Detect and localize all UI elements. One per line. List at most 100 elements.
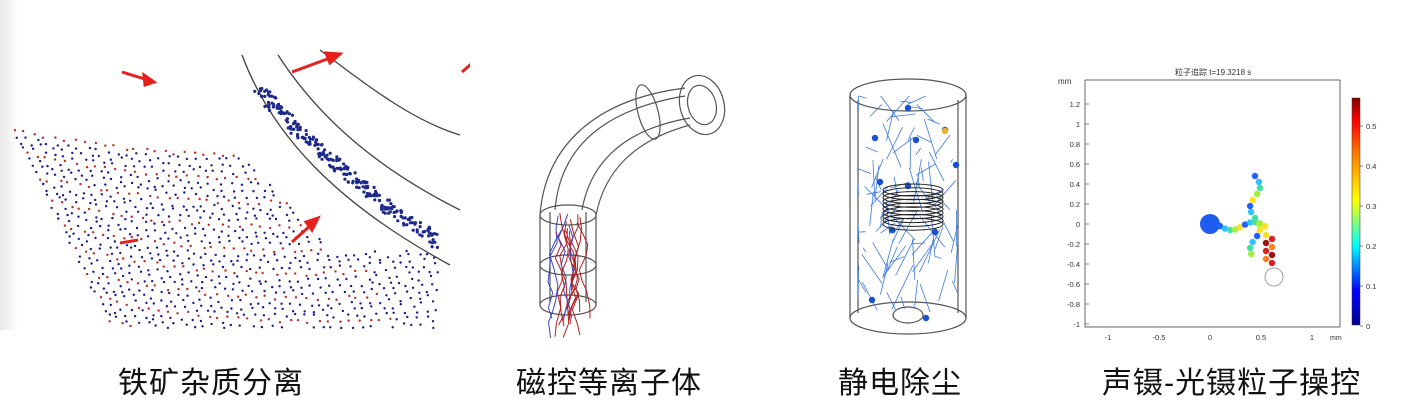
particle-dot [289,286,293,289]
particle-dot [85,218,88,222]
particle-dot [306,235,309,239]
trajectory-line [916,135,932,143]
particle-dot [426,294,429,297]
trajectory-line [886,110,895,141]
particle-dot [203,246,206,250]
particle-dot [221,265,225,269]
particle-dot [177,287,180,291]
particle-dot [211,270,214,273]
particle-dot [402,322,406,325]
particle-dot [347,319,350,322]
particle-dot [262,314,266,317]
trajectory-line [907,127,915,141]
particle-dot [245,236,249,239]
y-axis-ticks: 1.210.80.60.40.20-0.2-0.4-0.6-0.8-1 [1067,100,1089,329]
particle-dot [167,174,171,177]
particle-dot [218,241,221,244]
particle-dot [352,290,355,293]
collected-particle [311,135,316,139]
particle-dot [161,321,164,324]
collected-particle [335,166,339,170]
collected-particle [406,217,410,222]
particle-dot [274,217,278,221]
particle-dot [335,298,338,301]
particle-dot [436,271,439,274]
particle-dot [31,164,34,167]
particle-dot [214,253,217,257]
particle-dot [147,307,150,310]
particle-dot [42,182,45,186]
particle-dot [67,219,71,223]
particle-dot [162,280,166,284]
particle-dot [68,241,71,244]
trajectory-line [882,238,894,277]
particle-dot [124,218,127,221]
trajectory-line [895,239,915,276]
particle-dot [312,326,315,329]
particle-dot [237,255,240,258]
particle-dot [306,261,309,264]
particle-dot [211,212,214,215]
particle-dot [210,259,213,262]
particle-dot [332,316,335,319]
particle-dot [107,282,110,285]
particle-dot [92,231,95,234]
particle-dot [188,164,191,168]
particle-dot [159,237,162,240]
particle-dot [153,222,156,225]
particle-dot [326,254,330,258]
particle-dot [266,260,270,264]
particle-dot [133,170,137,173]
chain-particle [1246,219,1254,226]
particle-dot [278,224,281,227]
particle-dot [120,176,123,179]
particle-dot [169,316,172,320]
particle-dot [338,284,342,287]
particle-dot [408,260,411,263]
particle-dot [35,170,38,174]
particle-dot [230,299,234,302]
particle-dot [241,240,244,243]
particle-dot [232,282,235,286]
particle-dot [109,195,112,198]
collected-particle [342,172,346,176]
particle-dot [326,320,329,323]
collected-particle [263,94,267,98]
particle-dot [74,147,78,150]
particle-dot [121,274,125,278]
collected-particle [258,87,262,91]
particle-dot [147,180,151,183]
particle-dot [149,252,152,255]
particle-dot [70,212,74,215]
particle-chain [1200,172,1284,287]
particle-dot [153,185,156,189]
particle-dot [145,207,149,210]
trajectory-line [891,265,914,310]
particle-dot [252,254,256,257]
trajectory-line [934,205,954,242]
particle-dot [210,304,213,308]
particle-dot [108,320,111,323]
particle-dot [98,247,102,250]
particle-dot [200,286,204,290]
chain-particle [1253,190,1261,198]
collected-particle [308,137,312,141]
particle-dot [360,306,363,310]
particle-dot [392,260,395,263]
particle-dot [278,205,282,209]
trajectory-line [857,265,860,298]
trajectory-line [857,223,860,244]
particle-dot [179,213,182,217]
particle-dot [240,308,243,311]
particle-dot [340,326,343,330]
trajectory-line [862,247,867,253]
particle-dot [274,307,277,310]
particle-dot [176,196,179,200]
particle-dot [209,245,212,249]
particle-dot [177,293,180,296]
particle-dot [238,281,241,284]
particle-dot [191,318,194,322]
particle-dot [245,269,248,273]
particle-dot [122,197,126,200]
particle-dot [244,171,247,174]
